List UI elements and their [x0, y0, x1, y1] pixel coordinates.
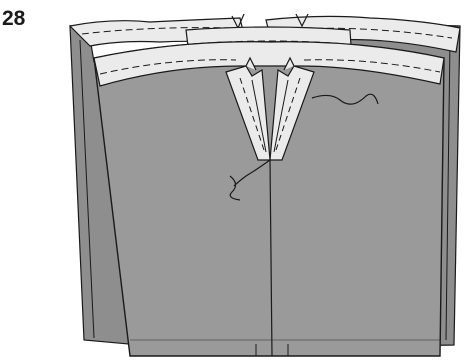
skirt-front-panel-icon	[94, 42, 444, 356]
